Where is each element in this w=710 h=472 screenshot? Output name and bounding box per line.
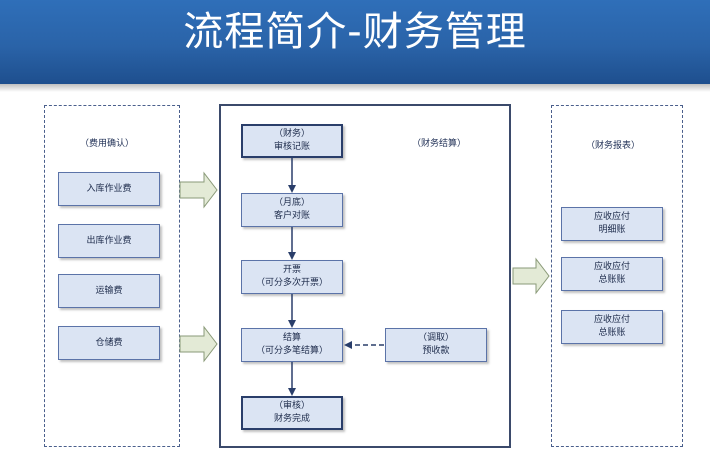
step-line2: 审核记账 <box>273 142 310 152</box>
fee-item-label: 入库作业费 <box>86 183 132 194</box>
step-line2: 财务完成 <box>273 414 310 424</box>
fee-item-label: 仓储费 <box>95 337 123 348</box>
fee-item-storage: 仓储费 <box>58 326 160 360</box>
step-line1: （月底） <box>273 198 310 208</box>
fee-confirmation-title: （费用确认） <box>80 139 135 149</box>
fee-item-label: 运输费 <box>95 285 123 296</box>
step-finance-complete: （审核） 财务完成 <box>241 396 343 430</box>
step-line1: 结算 <box>282 333 301 343</box>
block-arrow-right <box>512 257 550 295</box>
financial-settlement-title: （财务结算） <box>412 139 467 149</box>
report-line1: 应收应付 <box>593 262 630 272</box>
report-line2: 总账账 <box>598 275 626 285</box>
step-customer-reconciliation: （月底） 客户对账 <box>241 193 343 227</box>
step-line2: （可分多次开票） <box>255 278 328 288</box>
title-banner: 流程简介-财务管理 <box>0 0 710 84</box>
step-line2: 客户对账 <box>273 211 310 221</box>
report-line1: 应收应付 <box>593 315 630 325</box>
page-title: 流程简介-财务管理 <box>183 9 527 55</box>
banner-shadow <box>0 84 710 92</box>
financial-report-title: （财务报表） <box>586 141 641 151</box>
step-audit-bookkeeping: （财务） 审核记账 <box>241 124 343 158</box>
step-line1: （财务） <box>273 129 310 139</box>
report-ar-ap-general-1: 应收应付 总账账 <box>561 257 663 291</box>
fee-item-transport: 运输费 <box>58 274 160 308</box>
side-box-line2: 预收款 <box>422 346 450 356</box>
report-line1: 应收应付 <box>593 212 630 222</box>
step-invoicing: 开票 （可分多次开票） <box>241 260 343 294</box>
report-line2: 总账账 <box>598 328 626 338</box>
side-box-line1: （调取） <box>417 333 454 343</box>
step-line1: 开票 <box>282 265 301 275</box>
block-arrow-left-bottom <box>179 325 218 363</box>
report-line2: 明细账 <box>598 225 626 235</box>
advance-receipt-box: （调取） 预收款 <box>385 328 487 362</box>
fee-item-inbound: 入库作业费 <box>58 172 160 206</box>
step-line1: （审核） <box>273 401 310 411</box>
fee-item-label: 出库作业费 <box>86 235 132 246</box>
report-ar-ap-general-2: 应收应付 总账账 <box>561 310 663 344</box>
report-ar-ap-detail: 应收应付 明细账 <box>561 207 663 241</box>
fee-item-outbound: 出库作业费 <box>58 224 160 258</box>
step-line2: （可分多笔结算） <box>255 346 328 356</box>
block-arrow-left-top <box>179 171 218 209</box>
step-settlement: 结算 （可分多笔结算） <box>241 328 343 362</box>
